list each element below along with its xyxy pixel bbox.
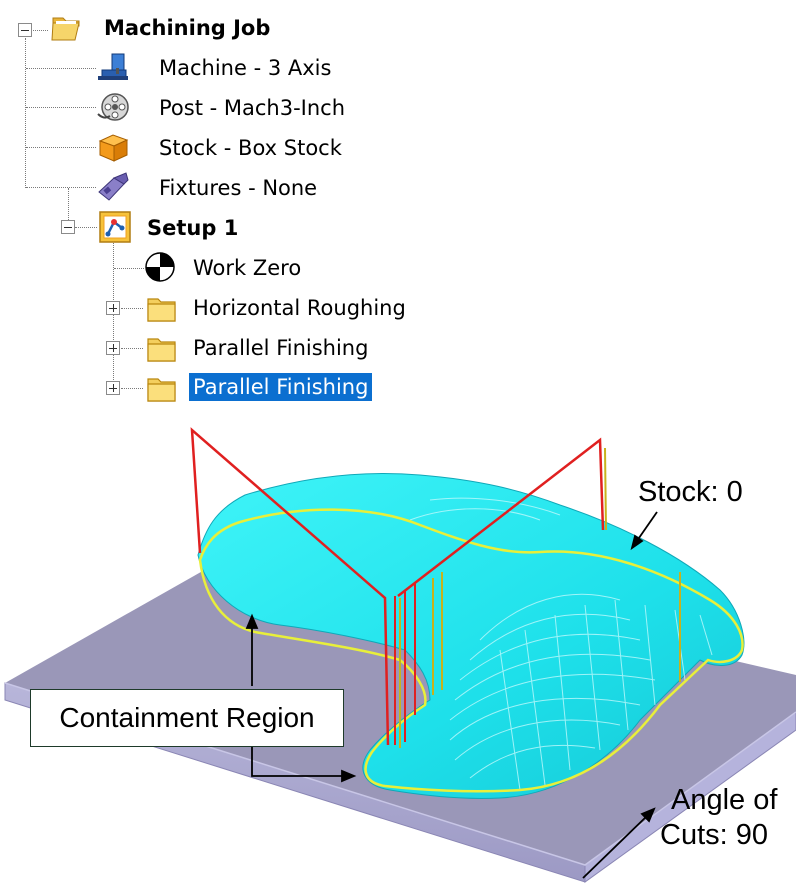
machine-icon bbox=[98, 53, 128, 80]
expand-operation-toggle[interactable] bbox=[106, 301, 120, 315]
tree-item-horizontal-roughing[interactable]: Horizontal Roughing bbox=[189, 291, 410, 325]
containment-region-callout: Containment Region bbox=[30, 689, 344, 747]
tree-guide bbox=[121, 348, 143, 349]
tree-guide bbox=[26, 68, 96, 69]
tree-item-stock[interactable]: Stock - Box Stock bbox=[155, 131, 346, 165]
tree-item-work-zero[interactable]: Work Zero bbox=[189, 251, 305, 285]
stock-arrow bbox=[630, 511, 658, 551]
fixture-vise-icon bbox=[98, 172, 129, 201]
tree-item-label: Work Zero bbox=[193, 256, 302, 280]
rapid-moves bbox=[190, 427, 605, 746]
tree-item-setup-1[interactable]: Setup 1 bbox=[143, 211, 242, 245]
expand-operation-toggle[interactable] bbox=[106, 341, 120, 355]
job-tree: Machining Job Machine - 3 Axis Post - Ma… bbox=[0, 0, 796, 410]
angle-annotation-line2: Cuts: 90 bbox=[660, 819, 768, 851]
collapse-root-toggle[interactable] bbox=[18, 23, 32, 37]
tree-item-label: Post - Mach3-Inch bbox=[159, 96, 346, 120]
folder-icon bbox=[147, 298, 176, 322]
tree-guide bbox=[26, 30, 48, 31]
stock-annotation: Stock: 0 bbox=[638, 476, 743, 508]
tree-item-machine[interactable]: Machine - 3 Axis bbox=[155, 51, 335, 85]
setup-icon bbox=[99, 211, 131, 243]
tree-item-label: Parallel Finishing bbox=[189, 373, 373, 401]
tree-item-label: Machine - 3 Axis bbox=[159, 56, 332, 80]
tree-guide bbox=[25, 38, 26, 188]
containment-arrows bbox=[245, 613, 357, 783]
film-reel-icon bbox=[97, 93, 129, 121]
tree-guide bbox=[121, 308, 143, 309]
tree-guide bbox=[26, 187, 96, 188]
plunge-lines bbox=[399, 447, 681, 748]
tree-item-label: Stock - Box Stock bbox=[159, 136, 342, 160]
tree-guide bbox=[68, 188, 69, 228]
stock-box-icon bbox=[98, 134, 129, 162]
tree-guide bbox=[121, 388, 143, 389]
tree-item-fixtures[interactable]: Fixtures - None bbox=[155, 171, 321, 205]
work-zero-icon bbox=[145, 252, 175, 282]
tree-guide bbox=[75, 227, 97, 228]
cut-angle-arrow bbox=[582, 807, 656, 879]
tree-guide bbox=[114, 268, 144, 269]
tree-item-parallel-finishing[interactable]: Parallel Finishing bbox=[189, 331, 372, 365]
tree-guide bbox=[26, 147, 96, 148]
open-folder-icon bbox=[51, 17, 80, 41]
tree-item-label: Setup 1 bbox=[147, 216, 239, 240]
containment-region-label: Containment Region bbox=[59, 702, 315, 733]
collapse-setup-toggle[interactable] bbox=[61, 220, 75, 234]
tree-item-label: Horizontal Roughing bbox=[193, 296, 406, 320]
tree-item-machining-job[interactable]: Machining Job bbox=[100, 11, 274, 45]
folder-icon bbox=[147, 378, 176, 402]
folder-icon bbox=[147, 338, 176, 362]
tree-item-label: Parallel Finishing bbox=[193, 336, 369, 360]
tree-item-parallel-finishing-selected[interactable]: Parallel Finishing bbox=[189, 370, 373, 404]
tree-item-label: Fixtures - None bbox=[159, 176, 318, 200]
tree-item-post[interactable]: Post - Mach3-Inch bbox=[155, 91, 349, 125]
expand-operation-toggle[interactable] bbox=[106, 381, 120, 395]
tree-guide bbox=[26, 107, 96, 108]
angle-annotation-line1: Angle of bbox=[671, 784, 778, 816]
tree-item-label: Machining Job bbox=[104, 16, 271, 40]
